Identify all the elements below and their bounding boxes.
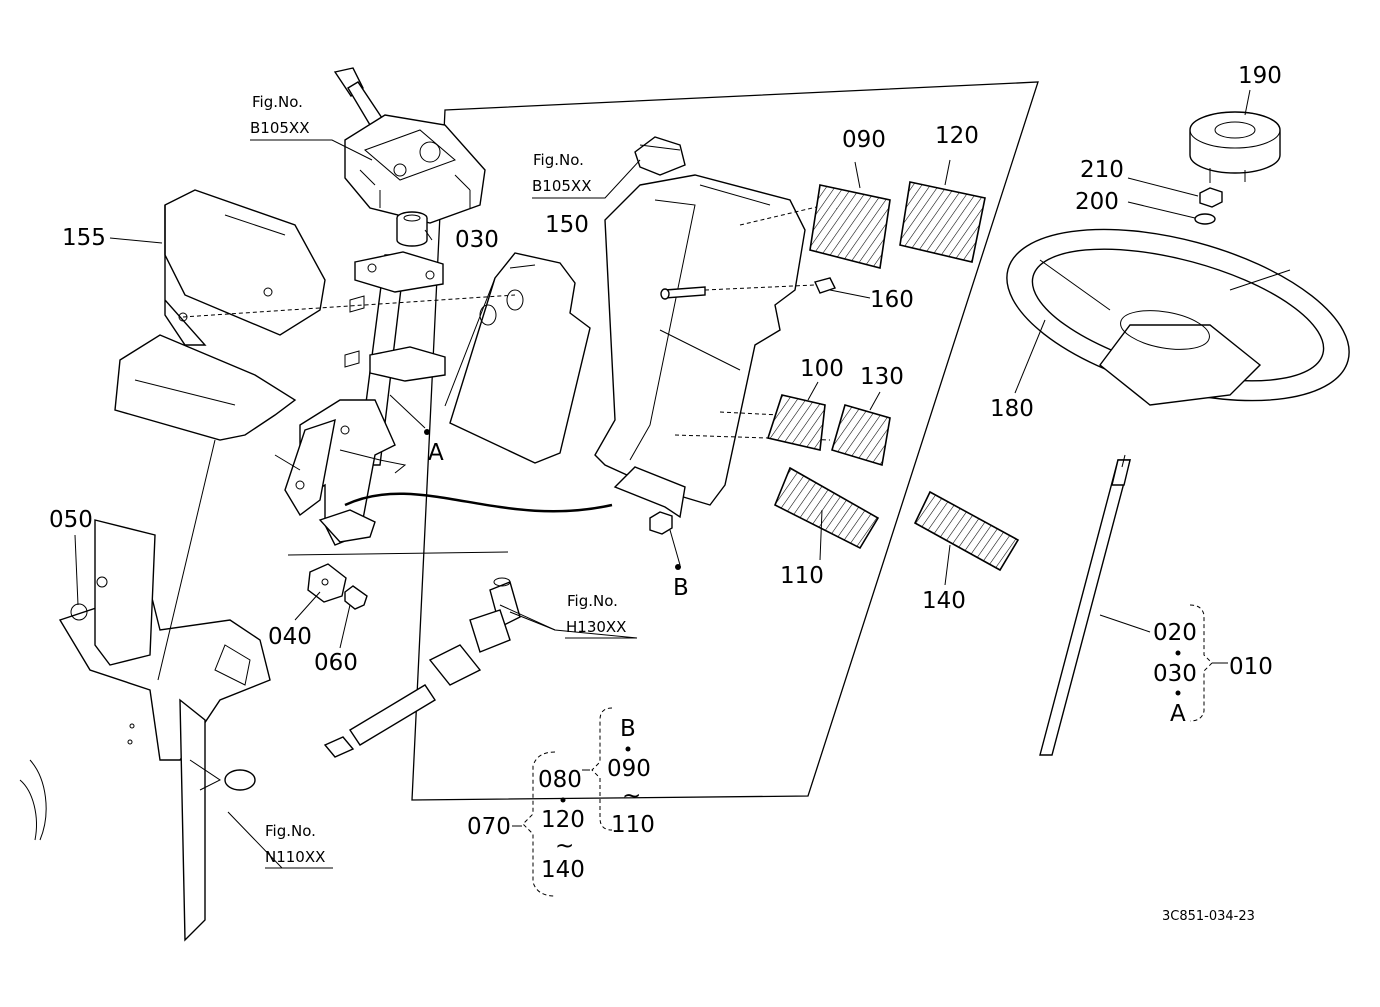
fig-label-3: Fig.No.	[567, 592, 618, 610]
bullet-dot	[1175, 650, 1181, 656]
right-cover	[594, 174, 806, 535]
callout-130[interactable]: 130	[860, 364, 904, 390]
key-switch	[634, 136, 686, 176]
callout-030-top[interactable]: 030	[455, 227, 499, 253]
bullet-dot	[560, 797, 566, 803]
callout-120-top[interactable]: 120	[935, 123, 979, 149]
block-040	[307, 563, 347, 603]
callout-140-group[interactable]: 140	[541, 857, 585, 883]
callout-090-top[interactable]: 090	[842, 127, 886, 153]
point-a-upper: A	[428, 440, 444, 466]
callout-070[interactable]: 070	[467, 814, 511, 840]
frame-n110	[19, 519, 271, 942]
tilde-1: ~	[622, 783, 641, 809]
figure-code: 3C851-034-23	[1162, 909, 1255, 924]
callout-050[interactable]: 050	[49, 507, 93, 533]
fig-ref-h130xx[interactable]: H130XX	[566, 618, 626, 636]
callout-190[interactable]: 190	[1238, 63, 1282, 89]
callout-090-group[interactable]: 090	[607, 756, 651, 782]
fig-ref-n110xx[interactable]: N110XX	[265, 848, 325, 866]
fig-label-1: Fig.No.	[252, 93, 303, 111]
callout-060[interactable]: 060	[314, 650, 358, 676]
steering-wheel	[1006, 228, 1350, 406]
nut-210	[1199, 187, 1223, 208]
fig-ref-b105xx-2[interactable]: B105XX	[532, 177, 591, 195]
group-brackets	[512, 604, 1228, 897]
bushing-030	[396, 211, 428, 247]
callout-020[interactable]: 020	[1153, 620, 1197, 646]
callout-040[interactable]: 040	[268, 624, 312, 650]
point-a-group: A	[1170, 701, 1186, 727]
callout-210[interactable]: 210	[1080, 157, 1124, 183]
callout-160[interactable]: 160	[870, 287, 914, 313]
fig-ref-b105xx-1[interactable]: B105XX	[250, 119, 309, 137]
callout-080[interactable]: 080	[538, 767, 582, 793]
point-b-group: B	[620, 716, 636, 742]
callout-150[interactable]: 150	[545, 212, 589, 238]
callout-100[interactable]: 100	[800, 356, 844, 382]
tilde-2: ~	[555, 833, 574, 859]
callout-140-bottom[interactable]: 140	[922, 588, 966, 614]
point-a-dot	[424, 429, 430, 435]
steering-shaft	[1039, 454, 1131, 756]
callout-200[interactable]: 200	[1075, 189, 1119, 215]
callout-180[interactable]: 180	[990, 396, 1034, 422]
callout-155[interactable]: 155	[62, 225, 106, 251]
bullet-dot	[1175, 690, 1181, 696]
leader-lines	[74, 89, 1251, 869]
fig-label-2: Fig.No.	[533, 151, 584, 169]
tilt-cable	[344, 492, 613, 513]
point-b-dot	[675, 564, 681, 570]
callout-110-bottom[interactable]: 110	[780, 563, 824, 589]
callout-120-group[interactable]: 120	[541, 807, 585, 833]
fig-label-4: Fig.No.	[265, 822, 316, 840]
panel-outline	[411, 81, 1039, 801]
lower-bracket	[284, 399, 407, 546]
panel-150	[444, 252, 591, 464]
label-plates	[766, 181, 1020, 572]
callout-110-group[interactable]: 110	[611, 812, 655, 838]
callout-010[interactable]: 010	[1229, 654, 1273, 680]
universal-joint	[323, 577, 521, 758]
combination-switch	[333, 67, 486, 224]
bolt-060	[344, 585, 368, 610]
hub-cap-190	[1189, 111, 1281, 183]
bullet-dot	[625, 746, 631, 752]
point-b-lower: B	[673, 575, 689, 601]
pin-160	[660, 277, 836, 300]
washer-200	[1194, 213, 1216, 225]
cover-155	[114, 189, 326, 441]
callout-030-group[interactable]: 030	[1153, 661, 1197, 687]
